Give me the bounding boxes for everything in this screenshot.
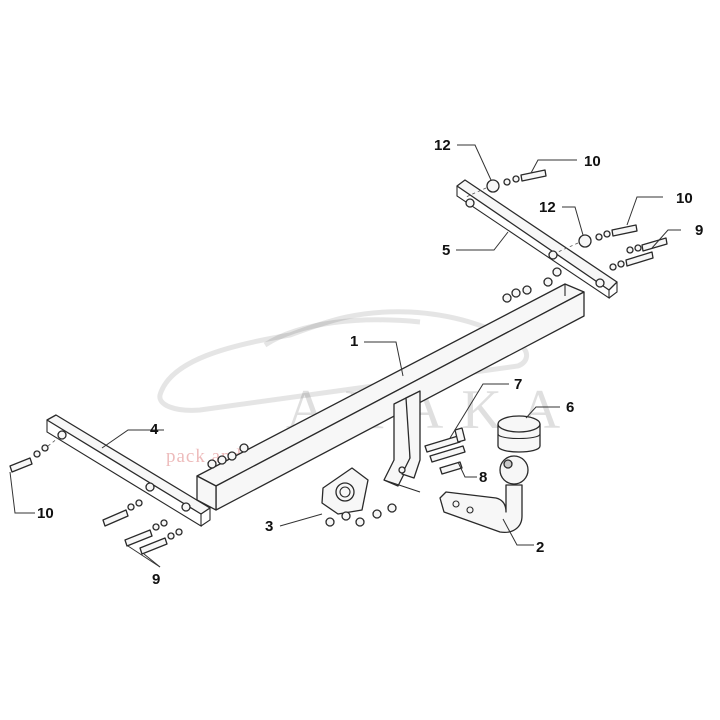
ball-neck [439, 455, 529, 534]
callout-labels: 1 2 3 4 5 6 7 8 9 9 10 10 10 12 12 [37, 137, 703, 588]
callout-12-mid: 12 [539, 199, 556, 216]
watermark-car-roof [263, 317, 421, 348]
watermark-car-outline [157, 309, 529, 413]
callout-4: 4 [150, 421, 159, 438]
callout-2: 2 [536, 539, 544, 556]
fasteners-bottom-center [325, 503, 397, 527]
callout-9-right: 9 [695, 222, 703, 239]
callout-6: 6 [566, 399, 574, 416]
right-mounting-bracket [456, 179, 618, 300]
callout-7: 7 [514, 376, 522, 393]
left-mounting-bracket [46, 414, 211, 527]
bolts-part-7-8 [424, 427, 466, 475]
callout-12-top: 12 [434, 137, 451, 154]
callout-10-top: 10 [584, 153, 601, 170]
ball-cap [497, 415, 541, 453]
callout-10-left: 10 [37, 505, 54, 522]
bolts-left-bracket [9, 437, 183, 555]
callout-9-left: 9 [152, 571, 160, 588]
bolts-right-bracket [465, 169, 668, 271]
socket-plate [321, 467, 369, 515]
callout-1: 1 [350, 333, 358, 350]
fasteners-beam-left [207, 443, 249, 469]
callout-8: 8 [479, 469, 487, 486]
leader-lines [9, 144, 681, 568]
callout-10-right: 10 [676, 190, 693, 207]
callout-5: 5 [442, 242, 450, 259]
callout-3: 3 [265, 518, 273, 535]
center-drop-bracket [383, 390, 421, 493]
fasteners-beam-right [502, 267, 562, 303]
